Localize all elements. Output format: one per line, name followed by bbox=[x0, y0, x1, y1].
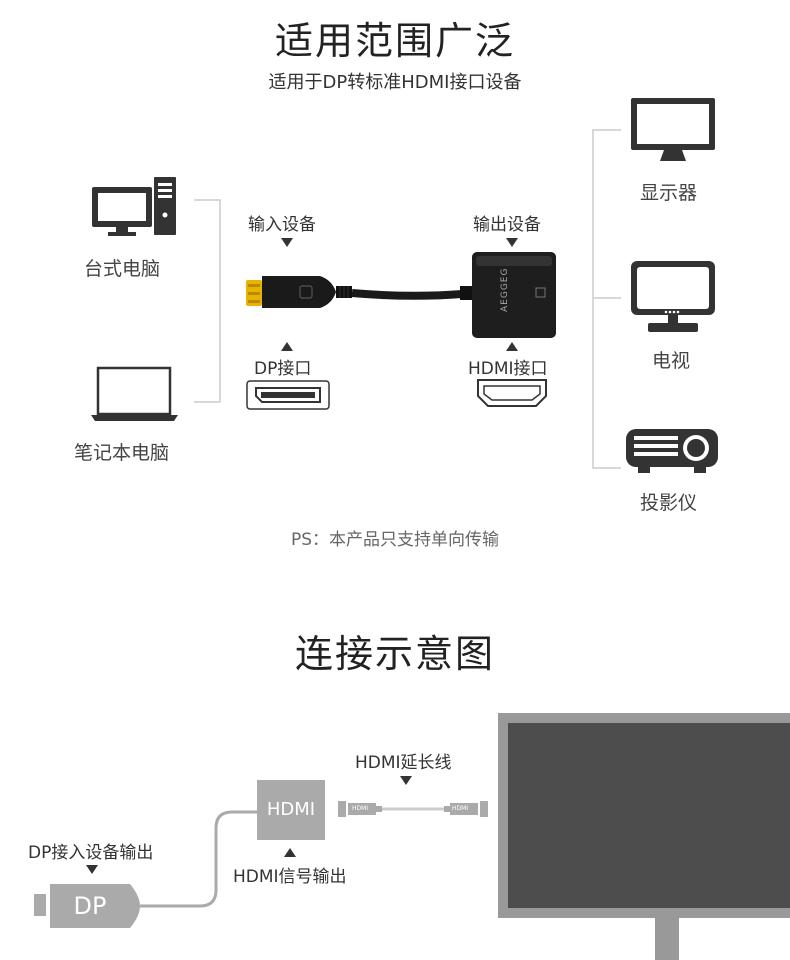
section-subtitle: 适用于DP转标准HDMI接口设备 bbox=[268, 72, 522, 93]
note-one-way: PS：本产品只支持单向传输 bbox=[290, 530, 500, 550]
hdmi-extension-label: HDMI延长线 bbox=[355, 753, 452, 773]
monitor-icon bbox=[631, 98, 715, 161]
dp-port-label: DP接口 bbox=[254, 359, 312, 379]
dp-to-hdmi-adapter-image bbox=[246, 252, 556, 338]
signal-arrow-up-icon bbox=[284, 848, 296, 857]
dp-hdmi-connector-line bbox=[140, 810, 260, 908]
hdmi-signal-output-label: HDMI信号输出 bbox=[233, 867, 347, 887]
dp-source-label: DP接入设备输出 bbox=[28, 843, 154, 863]
extension-arrow-down-icon bbox=[400, 776, 412, 785]
input-device-label: 输入设备 bbox=[248, 215, 316, 235]
hdmi-port-label: HDMI接口 bbox=[468, 359, 548, 379]
device-label-desktop: 台式电脑 bbox=[84, 258, 161, 280]
tv-icon bbox=[631, 261, 715, 332]
hdmi-port-icon bbox=[477, 379, 547, 407]
left-bracket-line bbox=[194, 199, 221, 403]
dp-source-plug bbox=[34, 884, 140, 928]
input-arrow-down-icon bbox=[281, 238, 293, 247]
big-monitor-frame bbox=[498, 713, 790, 918]
dp-source-arrow-down-icon bbox=[86, 865, 98, 874]
big-monitor-screen bbox=[508, 723, 790, 908]
hdmi-output-box: HDMI bbox=[257, 780, 325, 840]
output-device-label: 输出设备 bbox=[473, 215, 541, 235]
dp-source-text: DP bbox=[73, 892, 107, 920]
dp-arrow-up-icon bbox=[281, 342, 293, 351]
device-label-monitor: 显示器 bbox=[640, 182, 698, 204]
right-bracket-line bbox=[592, 129, 621, 469]
device-label-projector: 投影仪 bbox=[640, 492, 698, 514]
device-label-laptop: 笔记本电脑 bbox=[74, 442, 170, 464]
desktop-computer-icon bbox=[92, 177, 176, 236]
adapter-brand-text: AEGGEG bbox=[500, 267, 510, 312]
hdmi-extension-cable bbox=[338, 801, 488, 817]
device-label-tv: 电视 bbox=[652, 350, 691, 372]
section-title-usage: 适用范围广泛 bbox=[274, 19, 515, 63]
section-title-connection: 连接示意图 bbox=[294, 632, 495, 676]
laptop-icon bbox=[91, 366, 178, 421]
output-arrow-down-icon bbox=[506, 238, 518, 247]
projector-icon bbox=[626, 429, 718, 473]
big-monitor-stand bbox=[655, 918, 679, 960]
hdmi-arrow-up-icon bbox=[506, 342, 518, 351]
cable-tip-left-label: HDMI bbox=[352, 805, 369, 812]
cable-tip-right-label: HDMI bbox=[452, 805, 469, 812]
dp-port-icon bbox=[246, 380, 330, 410]
